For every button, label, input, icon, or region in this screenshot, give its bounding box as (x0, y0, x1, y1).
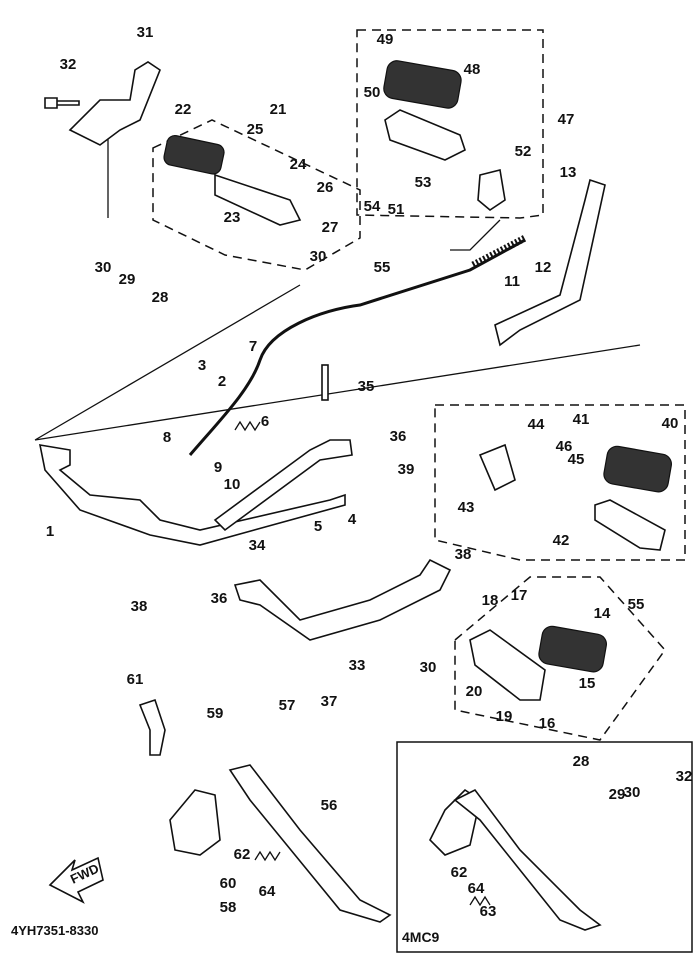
part-label-64: 64 (259, 883, 276, 900)
sidestand-variant (453, 788, 602, 931)
part-label-2: 2 (218, 373, 226, 390)
part-label-50: 50 (364, 84, 381, 101)
part-label-62: 62 (451, 864, 468, 881)
part-label-45: 45 (568, 451, 585, 468)
part-label-23: 23 (224, 209, 241, 226)
part-label-53: 53 (415, 174, 432, 191)
part-label-54: 54 (364, 198, 381, 215)
part-label-30: 30 (624, 784, 641, 801)
part-label-64: 64 (468, 880, 485, 897)
part-label-33: 33 (349, 657, 366, 674)
part-label-30: 30 (420, 659, 437, 676)
part-label-63: 63 (480, 903, 497, 920)
part-label-28: 28 (152, 289, 169, 306)
part-label-29: 29 (609, 786, 626, 803)
part-label-30: 30 (95, 259, 112, 276)
switch-35 (321, 364, 329, 401)
part-label-55: 55 (628, 596, 645, 613)
variant-box-4mc9 (396, 741, 693, 953)
diagram-code: 4YH7351-8330 (11, 923, 98, 938)
part-label-26: 26 (317, 179, 334, 196)
part-label-35: 35 (358, 378, 375, 395)
part-label-51: 51 (388, 201, 405, 218)
part-label-40: 40 (662, 415, 679, 432)
part-label-10: 10 (224, 476, 241, 493)
part-label-5: 5 (314, 518, 322, 535)
footpeg-rubber-40 (603, 445, 672, 493)
bar-33 (233, 558, 452, 641)
part-label-20: 20 (466, 683, 483, 700)
part-label-29: 29 (119, 271, 136, 288)
part-label-18: 18 (482, 592, 499, 609)
part-label-49: 49 (377, 31, 394, 48)
part-label-43: 43 (458, 499, 475, 516)
part-label-15: 15 (579, 675, 596, 692)
fwd-arrow-icon: FWD (48, 856, 104, 904)
part-label-38: 38 (455, 546, 472, 563)
part-label-30: 30 (310, 248, 327, 265)
part-label-9: 9 (214, 459, 222, 476)
part-label-42: 42 (553, 532, 570, 549)
part-label-3: 3 (198, 357, 206, 374)
variant-label: 4MC9 (402, 929, 440, 945)
part-label-21: 21 (270, 101, 287, 118)
bar-1 (38, 444, 346, 546)
part-label-16: 16 (539, 715, 556, 732)
part-label-27: 27 (322, 219, 339, 236)
footpeg-rubber-22 (163, 134, 225, 175)
part-label-57: 57 (279, 697, 296, 714)
part-label-41: 41 (573, 411, 590, 428)
part-label-38: 38 (131, 598, 148, 615)
part-label-1: 1 (46, 523, 54, 540)
part-label-19: 19 (496, 708, 513, 725)
part-label-48: 48 (464, 61, 481, 78)
part-label-8: 8 (163, 429, 171, 446)
sidestand-56 (228, 764, 392, 923)
part-label-17: 17 (511, 587, 528, 604)
footpeg-rubber-48 (383, 60, 462, 109)
part-label-36: 36 (211, 590, 228, 607)
part-label-32: 32 (676, 768, 693, 785)
part-label-12: 12 (535, 259, 552, 276)
group-box-21 (152, 119, 361, 271)
part-label-31: 31 (137, 24, 154, 41)
part-label-24: 24 (290, 156, 307, 173)
part-label-56: 56 (321, 797, 338, 814)
part-label-7: 7 (249, 338, 257, 355)
part-label-59: 59 (207, 705, 224, 722)
part-label-47: 47 (558, 111, 575, 128)
bracket-31 (68, 61, 161, 146)
group-box-14 (454, 576, 666, 741)
part-label-13: 13 (560, 164, 577, 181)
part-label-60: 60 (220, 875, 237, 892)
part-label-44: 44 (528, 416, 545, 433)
part-label-34: 34 (249, 537, 266, 554)
part-label-25: 25 (247, 121, 264, 138)
part-label-58: 58 (220, 899, 237, 916)
part-label-14: 14 (594, 605, 611, 622)
part-label-6: 6 (261, 413, 269, 430)
part-label-11: 11 (504, 273, 520, 290)
part-label-37: 37 (321, 693, 338, 710)
group-box-39 (434, 404, 686, 561)
part-label-61: 61 (127, 671, 144, 688)
part-label-62: 62 (234, 846, 251, 863)
part-label-52: 52 (515, 143, 532, 160)
part-label-36: 36 (390, 428, 407, 445)
part-label-32: 32 (60, 56, 77, 73)
group-box-47 (356, 29, 544, 219)
part-label-28: 28 (573, 753, 590, 770)
part-label-4: 4 (348, 511, 357, 528)
footpeg-rubber-15 (538, 625, 607, 673)
part-label-46: 46 (556, 438, 573, 455)
part-label-39: 39 (398, 461, 415, 478)
part-label-55: 55 (374, 259, 391, 276)
part-label-22: 22 (175, 101, 192, 118)
